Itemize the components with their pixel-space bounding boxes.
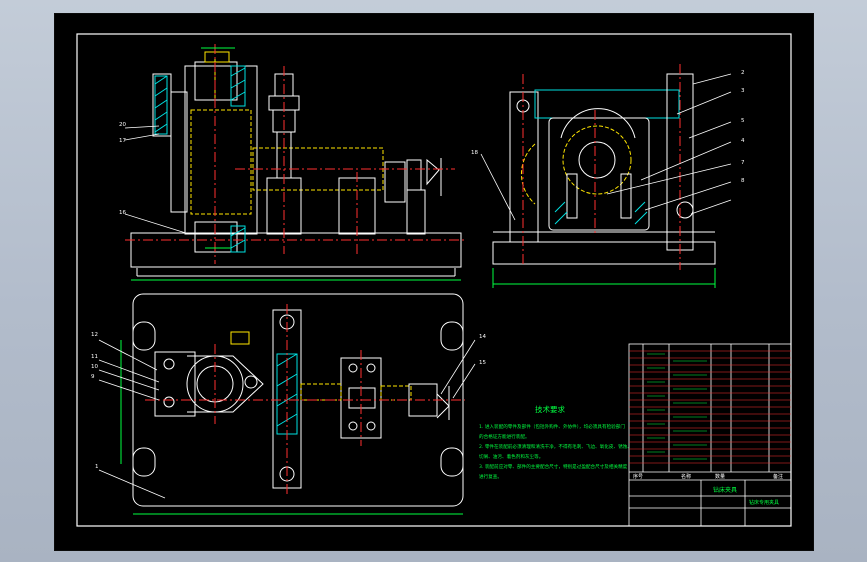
notes-title: 技术要求 [535, 404, 565, 414]
callout-4: 4 [741, 138, 745, 144]
title-header-note: 备注 [773, 473, 783, 480]
callout-3: 3 [741, 88, 745, 94]
plan-base [132, 293, 464, 507]
callout-20: 20 [119, 122, 126, 128]
base-plate [130, 232, 462, 268]
callout-17: 17 [119, 138, 126, 144]
callout-14: 14 [479, 334, 486, 340]
title-part-name: 钻床夹具 [713, 486, 737, 494]
callout-15: 15 [479, 360, 486, 366]
left-column [509, 91, 539, 243]
callout-10: 10 [91, 364, 98, 370]
sheet-border [76, 33, 792, 527]
callout-9: 9 [91, 374, 95, 380]
callout-11: 11 [91, 354, 98, 360]
technical-notes: 技术要求 1. 进入装配的零件及部件（包括外购件、外协件），均必须具有检验部门 … [479, 404, 632, 480]
title-block [628, 343, 792, 527]
title-header-no: 序号 [633, 473, 643, 480]
note-line-2: 的合格证方能进行装配。 [479, 433, 530, 440]
note-line-3: 2. 零件在装配前必须清理和清洗干净，不得有毛刺、飞边、氧化皮、锈蚀、 [479, 443, 632, 450]
note-line-5: 3. 装配前应对零、部件的主要配合尺寸，特别是过盈配合尺寸及相关精度 [479, 463, 628, 470]
callout-8: 8 [741, 178, 745, 184]
callout-1: 1 [95, 464, 99, 470]
callout-7: 7 [741, 160, 745, 166]
note-line-1: 1. 进入装配的零件及部件（包括外购件、外协件），均必须具有检验部门 [479, 423, 625, 430]
front-view [124, 44, 465, 281]
side-base [492, 241, 716, 265]
callout-12: 12 [91, 332, 98, 338]
plan-view [98, 293, 476, 515]
upright-body [184, 65, 258, 235]
note-line-6: 进行复查。 [479, 473, 502, 480]
cad-drawing-viewport[interactable]: 20 17 16 2 3 5 4 7 8 18 12 11 10 9 14 15… [54, 13, 814, 551]
fixture-assembly-drawing: 20 17 16 2 3 5 4 7 8 18 12 11 10 9 14 15… [76, 33, 792, 527]
title-header-qty: 数量 [715, 473, 725, 480]
callout-16: 16 [119, 210, 126, 216]
callout-18: 18 [471, 150, 478, 156]
note-line-4: 切屑、油污、着色剂和灰尘等。 [479, 453, 543, 460]
title-drawing-no: 钻床专用夹具 [749, 499, 779, 506]
callout-5: 5 [741, 118, 745, 124]
side-view [480, 64, 732, 288]
title-header-name: 名称 [681, 473, 691, 480]
callout-2: 2 [741, 70, 745, 76]
